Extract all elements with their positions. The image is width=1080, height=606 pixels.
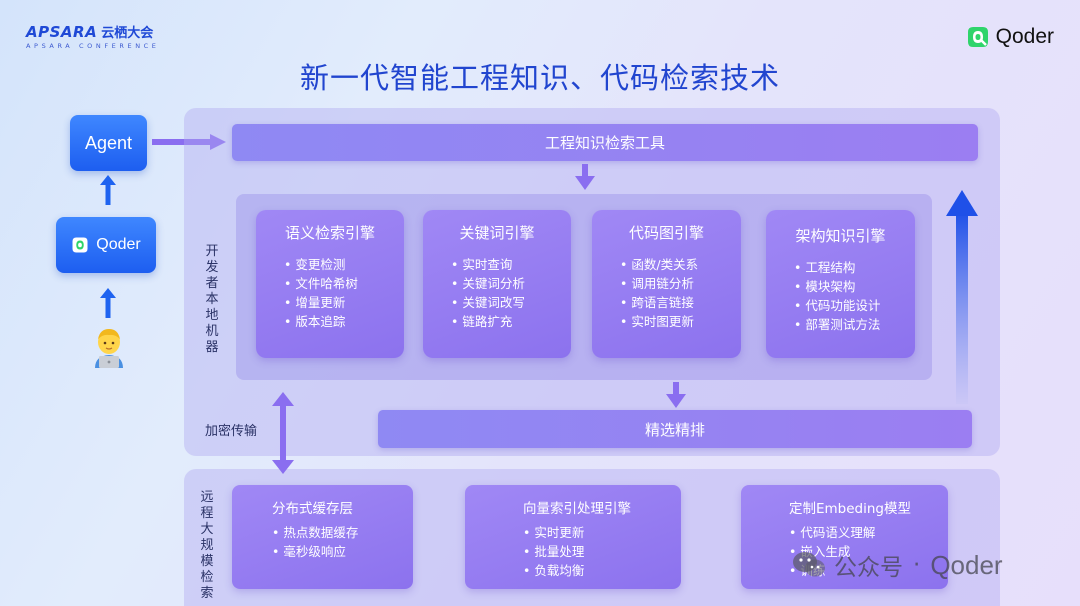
developer-with-laptop-icon: [95, 329, 123, 368]
remote-card-feature: 实时更新: [523, 523, 681, 542]
remote-card-feature: 负载均衡: [523, 561, 681, 580]
arrow-down-icon: [575, 164, 595, 190]
agent-block: Agent: [70, 115, 147, 171]
remote-card-title: 分布式缓存层: [272, 501, 353, 517]
knowledge-retrieval-tool-bar: 工程知识检索工具: [232, 124, 978, 161]
keyword-engine-card: 关键词引擎 实时查询 关键词分析 关键词改写 链路扩充: [423, 210, 571, 358]
engine-feature: 部署测试方法: [794, 315, 915, 334]
qoder-block: Qoder: [56, 217, 156, 273]
apsara-logo-word: APSARA: [26, 23, 98, 41]
arrow-up-icon: [100, 288, 116, 318]
watermark-account: 公众号: [834, 555, 903, 581]
qoder-logo-icon: [967, 27, 988, 47]
remote-card-feature: 毫秒级响应: [272, 542, 413, 561]
remote-card-feature: 批量处理: [523, 542, 681, 561]
apsara-logo-sub: APSARA CONFERENCE: [26, 42, 160, 50]
local-machine-label: 开发者本地机器: [205, 244, 219, 355]
remote-retrieval-label: 远程大规模检索: [200, 490, 214, 601]
arrow-up-icon: [946, 190, 978, 404]
engine-feature: 工程结构: [794, 258, 915, 277]
remote-card-title: 定制Embeding模型: [789, 501, 912, 517]
distributed-cache-card: 分布式缓存层 热点数据缓存 毫秒级响应: [232, 485, 413, 589]
engine-feature: 函数/类关系: [620, 255, 741, 274]
engine-feature: 版本追踪: [284, 312, 404, 331]
arrow-right-icon: [152, 134, 226, 150]
watermark-separator: ·: [913, 552, 921, 578]
arrow-down-icon: [666, 382, 686, 408]
encrypted-transfer-label: 加密传输: [205, 424, 258, 439]
qoder-brand-logo: Qoder: [966, 25, 1054, 49]
qoder-logo-icon: [72, 237, 88, 253]
wechat-watermark: 公众号 · Qoder: [792, 548, 1003, 582]
watermark-brand: Qoder: [930, 549, 1003, 580]
engine-feature: 关键词分析: [451, 274, 571, 293]
engine-feature: 实时图更新: [620, 312, 741, 331]
qoder-block-label: Qoder: [96, 236, 141, 253]
fine-ranking-bar: 精选精排: [378, 410, 972, 448]
engine-title: 代码图引擎: [628, 224, 704, 242]
engine-feature: 跨语言链接: [620, 293, 741, 312]
page-title: 新一代智能工程知识、代码检索技术: [299, 61, 780, 95]
bidirectional-arrow-icon: [272, 392, 294, 474]
arrow-up-icon: [100, 175, 116, 205]
vector-index-engine-card: 向量索引处理引擎 实时更新 批量处理 负载均衡: [465, 485, 681, 589]
engine-feature: 调用链分析: [620, 274, 741, 293]
remote-card-feature: 热点数据缓存: [272, 523, 413, 542]
engine-feature: 代码功能设计: [794, 296, 915, 315]
semantic-search-engine-card: 语义检索引擎 变更检测 文件哈希树 增量更新 版本追踪: [256, 210, 404, 358]
custom-embedding-model-card: 定制Embeding模型 代码语义理解 嵌入生成 训练: [741, 485, 948, 589]
qoder-brand-name: Qoder: [995, 25, 1054, 48]
remote-card-feature: 代码语义理解: [789, 523, 948, 542]
engine-title: 关键词引擎: [459, 224, 535, 242]
engine-feature: 关键词改写: [451, 293, 571, 312]
engine-feature: 变更检测: [284, 255, 404, 274]
engine-title: 架构知识引擎: [795, 227, 886, 245]
engine-feature: 链路扩充: [451, 312, 571, 331]
engine-title: 语义检索引擎: [284, 224, 375, 242]
wechat-icon: [793, 552, 825, 577]
engine-feature: 实时查询: [451, 255, 571, 274]
remote-card-title: 向量索引处理引擎: [523, 501, 631, 517]
engine-feature: 模块架构: [794, 277, 915, 296]
code-graph-engine-card: 代码图引擎 函数/类关系 调用链分析 跨语言链接 实时图更新: [592, 210, 741, 358]
engine-feature: 文件哈希树: [284, 274, 404, 293]
engine-feature: 增量更新: [284, 293, 404, 312]
apsara-logo-cn: 云栖大会: [101, 26, 154, 41]
architecture-knowledge-engine-card: 架构知识引擎 工程结构 模块架构 代码功能设计 部署测试方法: [766, 210, 915, 358]
